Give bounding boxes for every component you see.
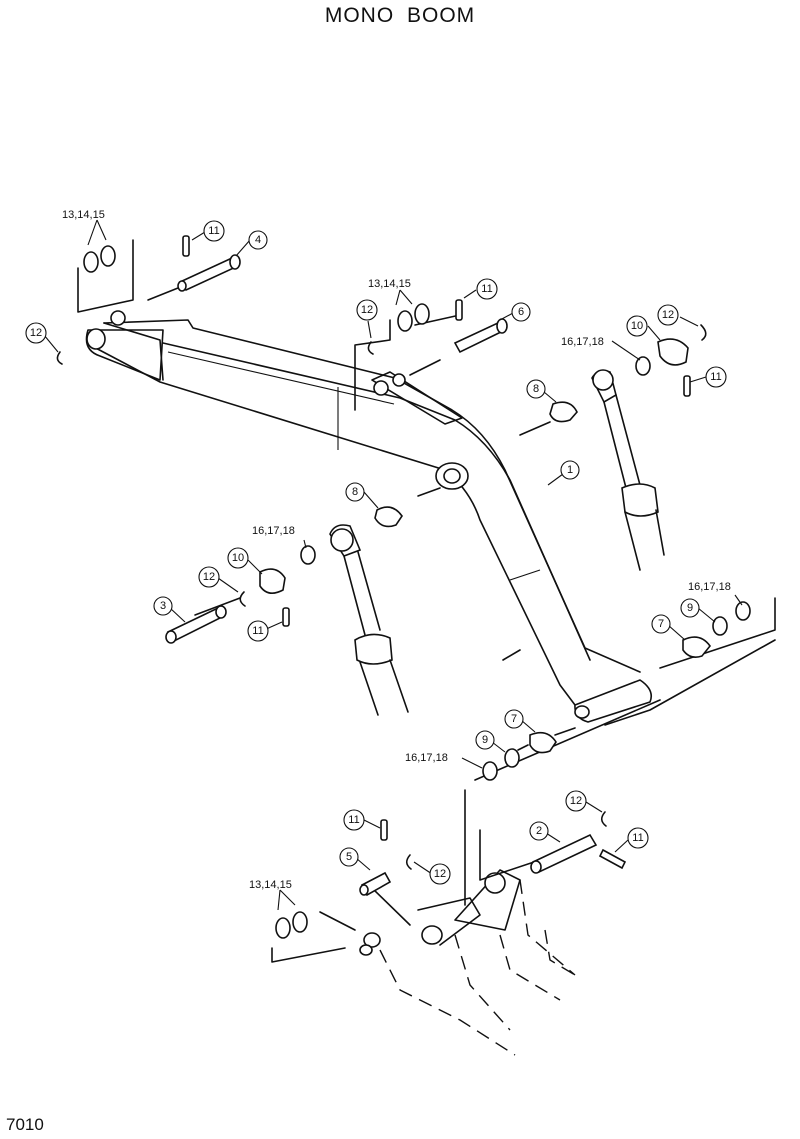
diagram-title: MONO BOOM [324, 4, 476, 27]
svg-text:13,14,15: 13,14,15 [62, 209, 105, 221]
callout-6: 6 [511, 302, 531, 322]
bottom-bracket [359, 869, 576, 1056]
group-label-13-14-15-top-left: 13,14,15 [62, 209, 105, 221]
svg-text:2: 2 [536, 825, 542, 837]
svg-text:11: 11 [710, 371, 721, 383]
svg-text:10: 10 [631, 320, 643, 332]
group-label-16-17-18-left: 16,17,18 [252, 525, 295, 537]
callout-4: 4 [248, 230, 268, 250]
svg-text:16,17,18: 16,17,18 [688, 581, 731, 593]
callout-8a: 8 [526, 379, 546, 399]
svg-text:8: 8 [352, 486, 358, 498]
svg-text:1: 1 [567, 464, 573, 476]
svg-text:12: 12 [203, 571, 215, 583]
callout-12e: 12 [565, 790, 587, 812]
svg-text:16,17,18: 16,17,18 [252, 525, 295, 537]
svg-text:12: 12 [662, 309, 674, 321]
rings [56, 245, 751, 939]
callout-11a: 11 [203, 220, 225, 242]
callout-3: 3 [153, 596, 173, 616]
svg-text:12: 12 [434, 868, 446, 880]
svg-text:11: 11 [208, 225, 219, 237]
pin-4 [177, 254, 241, 292]
callout-12d: 12 [198, 566, 220, 588]
callout-11d: 11 [247, 620, 269, 642]
callout-7b: 7 [504, 709, 524, 729]
boom-cylinder-left [329, 524, 409, 716]
svg-text:11: 11 [252, 625, 263, 637]
callout-2: 2 [529, 821, 549, 841]
svg-text:16,17,18: 16,17,18 [561, 336, 604, 348]
svg-text:11: 11 [481, 283, 492, 295]
callout-12b: 12 [356, 299, 378, 321]
callout-leaders [43, 219, 743, 911]
svg-text:13,14,15: 13,14,15 [368, 278, 411, 290]
group-label-16-17-18-right-top: 16,17,18 [561, 336, 604, 348]
svg-text:6: 6 [518, 306, 524, 318]
page-number: 7010 [6, 1115, 44, 1134]
boom-cylinder-right [591, 369, 665, 571]
svg-text:3: 3 [160, 600, 166, 612]
callout-11f: 11 [627, 827, 649, 849]
svg-text:12: 12 [361, 304, 373, 316]
svg-text:7: 7 [658, 618, 664, 630]
pin-3 [165, 605, 227, 644]
callout-10a: 10 [626, 315, 648, 337]
pin-5 [359, 871, 392, 897]
pin-2 [530, 833, 598, 874]
svg-text:12: 12 [570, 795, 582, 807]
group-label-13-14-15-top-mid: 13,14,15 [368, 278, 411, 290]
callout-12f: 12 [429, 863, 451, 885]
group-label-13-14-15-bottom: 13,14,15 [249, 879, 292, 891]
callout-9b: 9 [475, 730, 495, 750]
svg-text:16,17,18: 16,17,18 [405, 752, 448, 764]
pin-6 [453, 318, 508, 354]
svg-text:5: 5 [346, 851, 352, 863]
callout-8b: 8 [345, 482, 365, 502]
svg-text:12: 12 [30, 327, 42, 339]
group-label-16-17-18-bottom: 16,17,18 [405, 752, 448, 764]
svg-text:4: 4 [255, 234, 261, 246]
callout-11c: 11 [705, 366, 727, 388]
svg-text:10: 10 [232, 552, 244, 564]
callout-7a: 7 [651, 614, 671, 634]
svg-text:7: 7 [511, 713, 517, 725]
bushings [259, 338, 712, 754]
callout-12a: 12 [25, 322, 47, 344]
boom-body [85, 310, 653, 723]
callout-9a: 9 [680, 598, 700, 618]
bolts-11 [182, 235, 691, 870]
svg-text:9: 9 [687, 602, 693, 614]
svg-text:11: 11 [632, 832, 643, 844]
svg-text:8: 8 [533, 383, 539, 395]
svg-text:11: 11 [348, 814, 359, 826]
callout-12c: 12 [657, 304, 679, 326]
callout-11b: 11 [476, 278, 498, 300]
callout-1: 1 [560, 460, 580, 480]
group-label-16-17-18-right: 16,17,18 [688, 581, 731, 593]
callout-5: 5 [339, 847, 359, 867]
svg-text:9: 9 [482, 734, 488, 746]
callout-10b: 10 [227, 547, 249, 569]
callout-11e: 11 [343, 809, 365, 831]
svg-text:13,14,15: 13,14,15 [249, 879, 292, 891]
